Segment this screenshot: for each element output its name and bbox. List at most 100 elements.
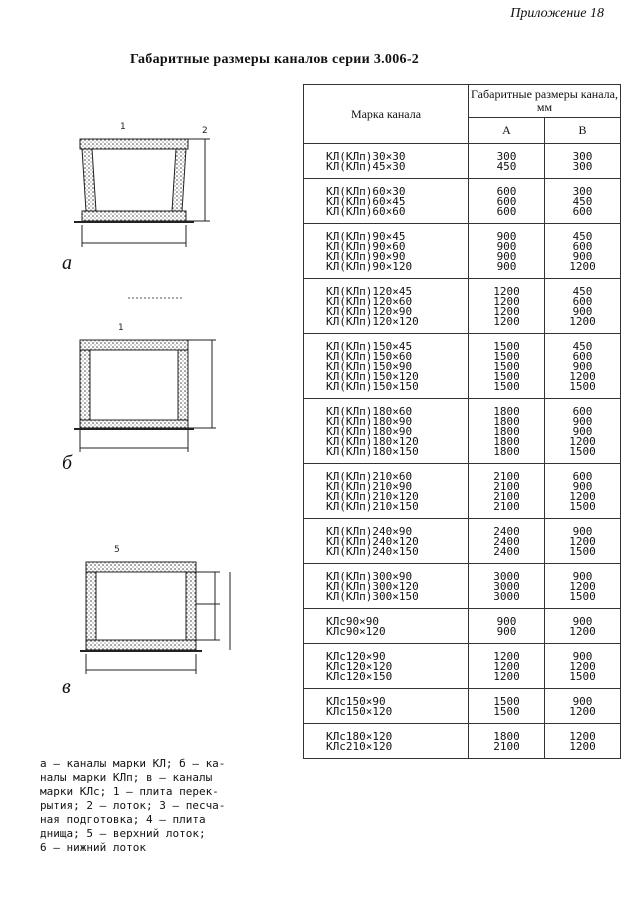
mark-text: КЛ(КЛп)300×90: [326, 570, 413, 583]
dimension-a-value: 1500: [493, 350, 520, 363]
mark-text: КЛ(КЛп)150×45: [326, 340, 413, 353]
dimension-b-value: 300: [572, 185, 593, 198]
dimension-a-value: 900: [496, 615, 517, 628]
legend-line: марки КЛс; 1 – плита перек-: [40, 785, 219, 798]
mark-text: КЛ(КЛп)60×45: [326, 195, 406, 208]
dimension-b-value: 1200: [569, 625, 596, 638]
dimension-b-value: 1500: [569, 545, 596, 558]
dimension-a-value: 900: [496, 240, 517, 253]
dimension-b-value: 900: [572, 615, 593, 628]
dimension-a-value: 1500: [493, 705, 520, 718]
dimension-b-value: 900: [572, 480, 593, 493]
dimension-a-value: 1200: [493, 670, 520, 683]
dimension-a-value: 2100: [493, 500, 520, 513]
dimension-a-value: 1500: [493, 340, 520, 353]
dimension-b-value: 450: [572, 285, 593, 298]
dimensions-table: Марка канала Габаритные размеры канала, …: [303, 84, 621, 759]
mark-text: КЛ(КЛп)240×150: [326, 545, 419, 558]
dimension-b-value: 1500: [569, 670, 596, 683]
dimension-a-value: 1800: [493, 445, 520, 458]
figure-b-drawing: 1: [74, 323, 216, 452]
svg-text:1: 1: [120, 122, 126, 132]
dimension-b-value: 900: [572, 525, 593, 538]
figure-v-label: в: [62, 676, 71, 698]
dimension-b-value: 900: [572, 570, 593, 583]
dimension-a-value: 900: [496, 230, 517, 243]
mark-text: КЛс90×90: [326, 615, 379, 628]
svg-text:5: 5: [114, 545, 120, 555]
dimension-b-value: 1200: [569, 535, 596, 548]
mark-text: КЛ(КЛп)45×30: [326, 160, 406, 173]
dimension-b-value: 1200: [569, 660, 596, 673]
dimension-b-value: 450: [572, 230, 593, 243]
mark-text: КЛ(КЛп)210×60: [326, 470, 413, 483]
dimension-b-value: 600: [572, 405, 593, 418]
dimension-b-value: 450: [572, 340, 593, 353]
figure-divider: [128, 297, 184, 299]
mark-text: КЛс210×120: [326, 740, 393, 753]
mark-text: КЛ(КЛп)240×90: [326, 525, 413, 538]
mark-text: КЛ(КЛп)180×60: [326, 405, 413, 418]
dimension-b-value: 900: [572, 250, 593, 263]
dimension-b-value: 1500: [569, 445, 596, 458]
mark-text: КЛ(КЛп)150×60: [326, 350, 413, 363]
mark-text: КЛ(КЛп)300×150: [326, 590, 419, 603]
dimension-a-value: 600: [496, 205, 517, 218]
mark-text: КЛ(КЛп)210×150: [326, 500, 419, 513]
dimension-b-value: 600: [572, 240, 593, 253]
mark-text: КЛ(КЛп)90×120: [326, 260, 413, 273]
dimension-b-value: 300: [572, 150, 593, 163]
mark-text: КЛ(КЛп)90×45: [326, 230, 406, 243]
dimension-a-value: 900: [496, 260, 517, 273]
figure-a-drawing: 1 2: [74, 122, 210, 247]
dimension-b-value: 1200: [569, 315, 596, 328]
mark-text: КЛс90×120: [326, 625, 386, 638]
dimension-a-value: 2400: [493, 545, 520, 558]
dimension-b-value: 1200: [569, 370, 596, 383]
dimension-b-value: 900: [572, 305, 593, 318]
dimension-a-value: 3000: [493, 590, 520, 603]
dimension-a-value: 1200: [493, 315, 520, 328]
dimension-a-value: 600: [496, 185, 517, 198]
dimension-a-value: 1200: [493, 650, 520, 663]
dimension-a-value: 2100: [493, 480, 520, 493]
dimension-a-value: 1200: [493, 295, 520, 308]
column-header-mark: Марка канала: [303, 84, 469, 144]
mark-text: КЛс180×120: [326, 730, 393, 743]
dimension-a-value: 1800: [493, 435, 520, 448]
dimension-a-value: 1200: [493, 285, 520, 298]
legend-line: рытия; 2 – лоток; 3 – песча-: [40, 799, 226, 812]
dimension-b-value: 600: [572, 350, 593, 363]
